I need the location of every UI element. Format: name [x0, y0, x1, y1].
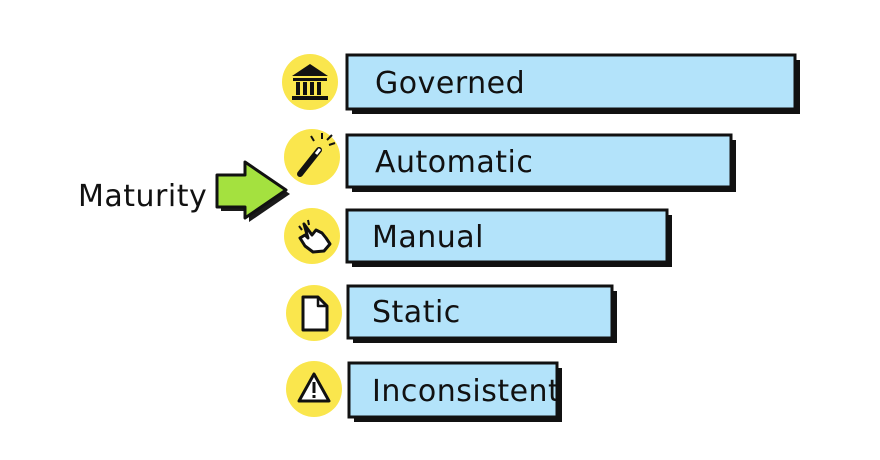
right-arrow-icon: [215, 160, 290, 222]
level-static: Static: [286, 284, 617, 343]
bank-icon: [282, 54, 338, 110]
level-label-inconsistent: Inconsistent: [372, 374, 560, 409]
level-governed: Governed: [282, 53, 800, 114]
maturity-label: Maturity: [78, 179, 207, 214]
magic-wand-icon: [284, 129, 340, 185]
level-label-static: Static: [372, 295, 461, 330]
level-label-manual: Manual: [372, 220, 484, 255]
level-label-automatic: Automatic: [375, 145, 533, 180]
level-label-governed: Governed: [375, 66, 525, 101]
hand-pointer-icon: [284, 208, 340, 264]
level-automatic: Automatic: [284, 129, 736, 192]
document-icon: [286, 285, 342, 341]
level-manual: Manual: [284, 208, 672, 267]
level-inconsistent: Inconsistent: [286, 361, 562, 422]
warning-icon: [286, 361, 342, 417]
